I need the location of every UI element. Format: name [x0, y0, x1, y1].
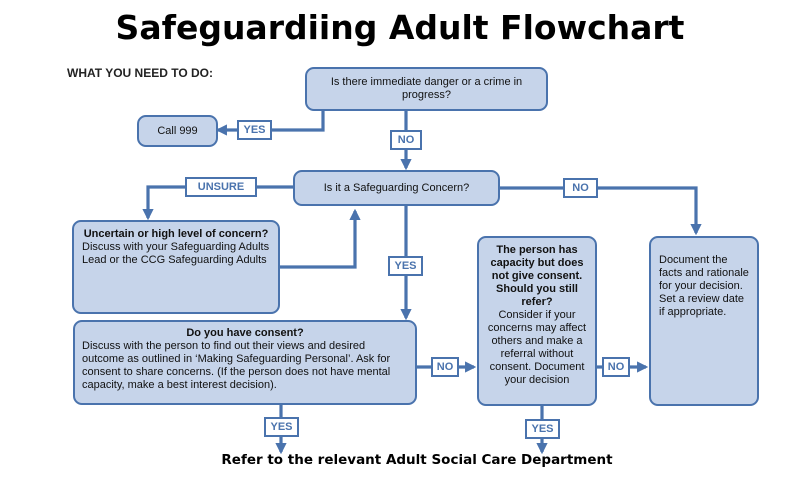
safeguarding-concern-text: Is it a Safeguarding Concern?	[323, 181, 470, 194]
consent-body: Discuss with the person to find out thei…	[82, 340, 391, 391]
uncertain-concern-box: Uncertain or high level of concern? Disc…	[72, 220, 280, 314]
danger-question-box: Is there immediate danger or a crime in …	[305, 67, 548, 111]
yes-concern-label: YES	[388, 256, 423, 276]
capacity-title: The person has capacity but does not giv…	[490, 244, 584, 308]
document-text: Document the facts and rationale for you…	[659, 254, 749, 318]
footer-instruction: Refer to the relevant Adult Social Care …	[221, 452, 613, 468]
yes-call-label: YES	[237, 120, 272, 140]
subheading: WHAT YOU NEED TO DO:	[67, 66, 214, 80]
no-danger-label: NO	[390, 130, 422, 150]
uncertain-concern-body: Discuss with your Safeguarding Adults Le…	[82, 241, 270, 266]
no-consent-label: NO	[431, 357, 459, 377]
arrow-concern-to-document	[500, 186, 702, 236]
page-title: Safeguardiing Adult Flowchart	[115, 8, 685, 47]
safeguarding-concern-box: Is it a Safeguarding Concern?	[293, 170, 500, 206]
consent-box: Do you have consent? Discuss with the pe…	[73, 320, 417, 405]
danger-question-text: Is there immediate danger or a crime in …	[330, 76, 523, 101]
no-concern-label: NO	[563, 178, 598, 198]
arrow-uncertain-to-concern	[280, 208, 361, 269]
consent-title: Do you have consent?	[186, 327, 304, 339]
no-capacity-label: NO	[602, 357, 630, 377]
unsure-label: UNSURE	[185, 177, 257, 197]
yes-consent-label: YES	[264, 417, 299, 437]
document-box: Document the facts and rationale for you…	[649, 236, 759, 406]
call-999-box: Call 999	[137, 115, 218, 147]
capacity-box: The person has capacity but does not giv…	[477, 236, 597, 406]
capacity-body: Consider if your concerns may affect oth…	[487, 309, 587, 386]
call-999-text: Call 999	[157, 124, 198, 137]
uncertain-concern-title: Uncertain or high level of concern?	[83, 228, 269, 240]
yes-capacity-label: YES	[525, 419, 560, 439]
